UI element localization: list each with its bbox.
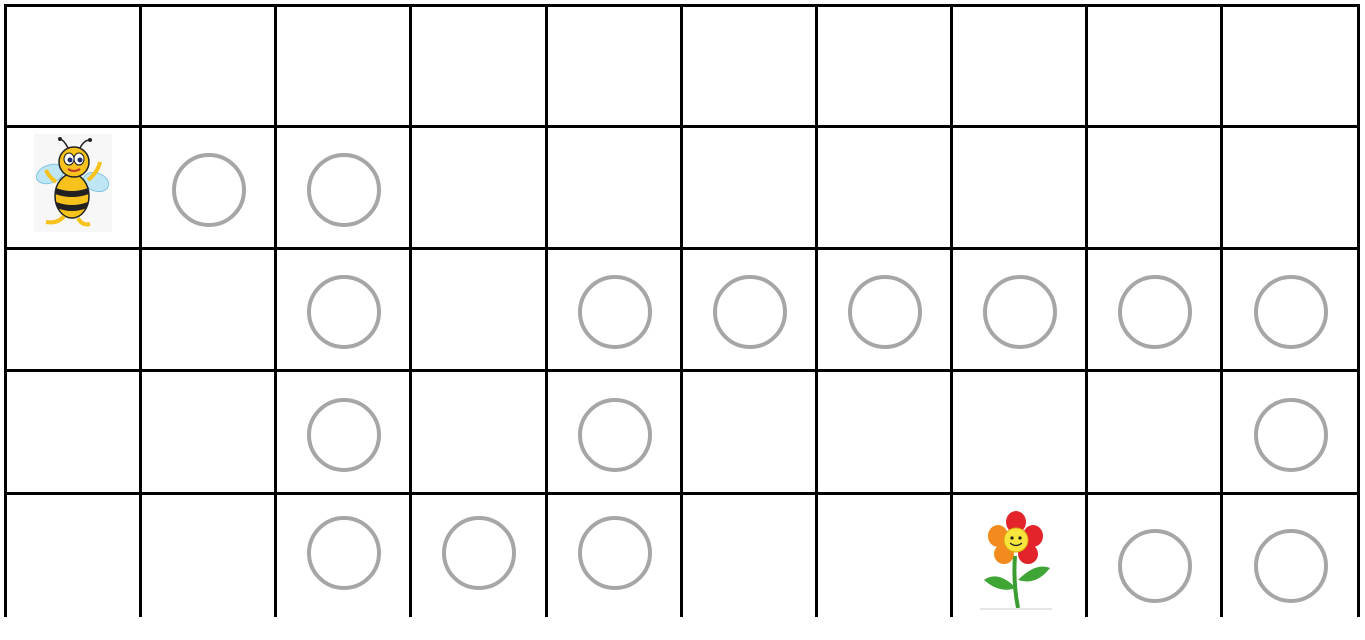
path-circle[interactable] (307, 275, 381, 349)
grid-cell-r1-c4[interactable] (546, 126, 681, 248)
grid-cell-r0-c3[interactable] (410, 0, 546, 126)
path-circle[interactable] (1118, 529, 1192, 603)
grid-cell-r3-c3[interactable] (410, 370, 546, 493)
path-circle[interactable] (442, 516, 516, 590)
grid-cell-r4-c6[interactable] (816, 493, 951, 640)
grid-cell-r3-c5[interactable] (681, 370, 816, 493)
grid-cell-r1-c8[interactable] (1086, 126, 1221, 248)
grid-vline (680, 4, 683, 617)
grid-vline (4, 4, 7, 617)
grid-cell-r1-c5[interactable] (681, 126, 816, 248)
grid-hline (4, 247, 1358, 250)
path-circle[interactable] (578, 516, 652, 590)
grid-cell-r2-c1[interactable] (140, 248, 275, 370)
bee-icon[interactable] (34, 134, 112, 232)
grid-cell-r0-c2[interactable] (275, 0, 410, 126)
grid-vline (950, 4, 953, 617)
game-board (0, 0, 1365, 617)
grid-cell-r3-c6[interactable] (816, 370, 951, 493)
path-circle[interactable] (578, 398, 652, 472)
grid-cell-r0-c9[interactable] (1221, 0, 1358, 126)
path-circle[interactable] (983, 275, 1057, 349)
grid-cell-r2-c3[interactable] (410, 248, 546, 370)
path-circle[interactable] (1254, 529, 1328, 603)
grid-hline (4, 492, 1358, 495)
grid-cell-r4-c5[interactable] (681, 493, 816, 640)
grid-vline (139, 4, 142, 617)
grid-cell-r3-c1[interactable] (140, 370, 275, 493)
grid-cell-r0-c5[interactable] (681, 0, 816, 126)
grid-vline (815, 4, 818, 617)
grid-cell-r0-c7[interactable] (951, 0, 1086, 126)
grid-cell-r1-c7[interactable] (951, 126, 1086, 248)
grid-cell-r0-c6[interactable] (816, 0, 951, 126)
path-circle[interactable] (578, 275, 652, 349)
path-circle[interactable] (1118, 275, 1192, 349)
path-circle[interactable] (307, 398, 381, 472)
path-circle[interactable] (172, 153, 246, 227)
grid-vline (1357, 4, 1360, 617)
grid-vline (409, 4, 412, 617)
path-circle[interactable] (1254, 275, 1328, 349)
grid-cell-r0-c4[interactable] (546, 0, 681, 126)
grid-cell-r0-c0[interactable] (0, 0, 140, 126)
grid-hline (4, 4, 1358, 7)
flower-icon[interactable] (978, 510, 1054, 610)
grid-vline (1220, 4, 1223, 617)
grid-cell-r1-c3[interactable] (410, 126, 546, 248)
grid-vline (545, 4, 548, 617)
grid-cell-r0-c8[interactable] (1086, 0, 1221, 126)
grid-hline (4, 125, 1358, 128)
grid-vline (1085, 4, 1088, 617)
path-circle[interactable] (713, 275, 787, 349)
grid-cell-r2-c0[interactable] (0, 248, 140, 370)
grid-cell-r1-c6[interactable] (816, 126, 951, 248)
grid-cell-r1-c9[interactable] (1221, 126, 1358, 248)
path-circle[interactable] (307, 516, 381, 590)
path-circle[interactable] (1254, 398, 1328, 472)
grid-vline (274, 4, 277, 617)
path-circle[interactable] (848, 275, 922, 349)
grid-hline (4, 369, 1358, 372)
grid-cell-r3-c0[interactable] (0, 370, 140, 493)
grid-cell-r3-c8[interactable] (1086, 370, 1221, 493)
grid-cell-r4-c1[interactable] (140, 493, 275, 640)
grid-cell-r4-c0[interactable] (0, 493, 140, 640)
grid-cell-r3-c7[interactable] (951, 370, 1086, 493)
grid-cell-r0-c1[interactable] (140, 0, 275, 126)
path-circle[interactable] (307, 153, 381, 227)
